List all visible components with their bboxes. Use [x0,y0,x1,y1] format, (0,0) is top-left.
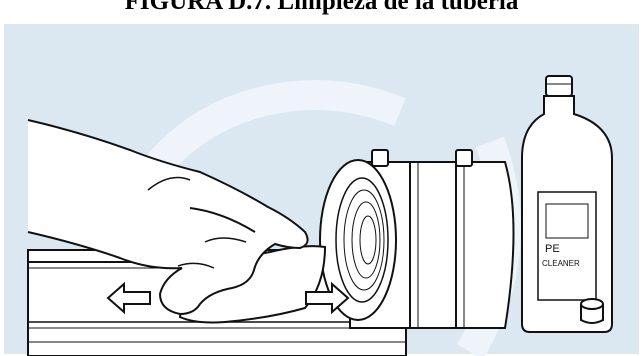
fitting-icon [320,150,514,328]
figure-caption: FIGURA D.7. Limpieza de la tubería [0,0,643,17]
cap-icon [581,299,603,323]
bottle-label-cleaner: CLEANER [542,259,580,268]
bottle-label-pe: PE [545,243,560,255]
pipe-cleaning-illustration: PE CLEANER [0,22,643,356]
